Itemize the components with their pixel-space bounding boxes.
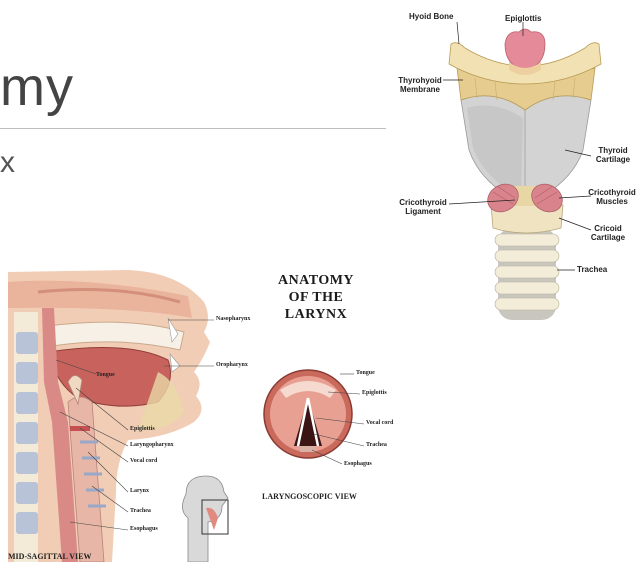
label-trachea-sagittal: Trachea (130, 508, 151, 515)
label-epiglottis-scope: Epiglottis (362, 390, 387, 397)
label-trachea-scope: Trachea (366, 442, 387, 449)
label-cricothyroid-muscles-line2: Muscles (585, 197, 639, 206)
label-thyroid-line2: Cartilage (591, 155, 635, 164)
title-divider (0, 128, 386, 129)
anatomy-poster: ANATOMY OF THE LARYNX Nasopharynx Oropha… (8, 262, 424, 562)
larynx-illustration (395, 0, 639, 330)
label-cricothyroid-muscles-line1: Cricothyroid (585, 188, 639, 197)
label-cricothyroid-ligament-line1: Cricothyroid (395, 198, 451, 207)
label-thyroid-cartilage: Thyroid Cartilage (591, 146, 635, 164)
slide-title: my (0, 60, 74, 114)
head-inset (182, 476, 228, 562)
label-cricoid-line2: Cartilage (585, 233, 631, 242)
label-epiglottis-sagittal: Epiglottis (130, 426, 155, 433)
label-tongue: Tongue (96, 372, 115, 379)
label-thyrohyoid-line2: Membrane (395, 85, 445, 94)
label-larynx: Larynx (130, 488, 149, 495)
label-cricoid-cartilage: Cricoid Cartilage (585, 224, 631, 242)
label-vocal-cord-scope: Vocal cord (366, 420, 393, 427)
slide-subtitle: x (0, 148, 15, 178)
trachea-rings (495, 228, 559, 320)
label-vocal-cord-sagittal: Vocal cord (130, 458, 157, 465)
label-esophagus-scope: Esophagus (344, 461, 372, 468)
poster-title-line2: OF THE LARYNX (256, 289, 376, 323)
label-cricothyroid-muscles: Cricothyroid Muscles (585, 188, 639, 206)
label-hyoid-bone: Hyoid Bone (409, 12, 453, 21)
spine (14, 312, 38, 562)
laryngoscopic-circle (264, 370, 364, 464)
label-laryngopharynx: Laryngopharynx (130, 442, 174, 449)
label-trachea: Trachea (577, 265, 607, 274)
label-thyroid-line1: Thyroid (591, 146, 635, 155)
label-cricoid-line1: Cricoid (585, 224, 631, 233)
label-esophagus-sagittal: Esophagus (130, 526, 158, 533)
larynx-diagram: Hyoid Bone Epiglottis Thyrohyoid Membran… (395, 0, 639, 330)
label-cricothyroid-ligament-line2: Ligament (395, 207, 451, 216)
laryngoscopic-view-label: LARYNGOSCOPIC VIEW (262, 492, 357, 501)
label-thyrohyoid-membrane: Thyrohyoid Membrane (395, 76, 445, 94)
label-nasopharynx: Nasopharynx (216, 316, 250, 323)
label-epiglottis: Epiglottis (505, 14, 541, 23)
label-tongue-scope: Tongue (356, 370, 375, 377)
label-thyrohyoid-line1: Thyrohyoid (395, 76, 445, 85)
mid-sagittal-view-label: MID-SAGITTAL VIEW (8, 552, 92, 561)
label-cricothyroid-ligament: Cricothyroid Ligament (395, 198, 451, 216)
poster-title: ANATOMY OF THE LARYNX (256, 272, 376, 323)
label-oropharynx: Oropharynx (216, 362, 248, 369)
poster-title-line1: ANATOMY (256, 272, 376, 289)
